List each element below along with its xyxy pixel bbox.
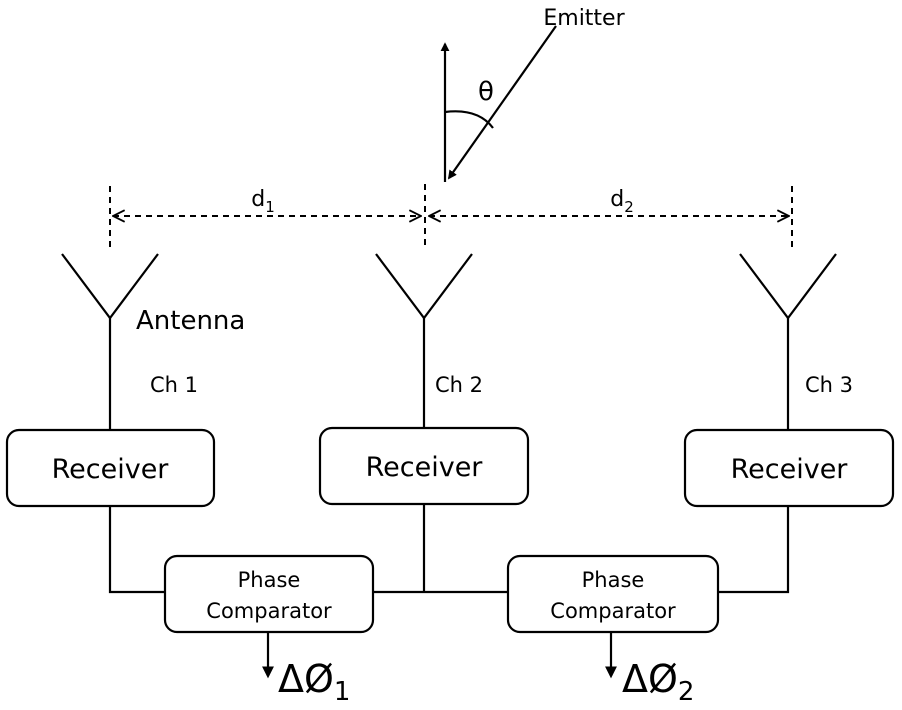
comparator-1-line2: Comparator [206,599,332,623]
channel-label-3: Ch 3 [805,373,853,397]
emitter-geometry: Emitter θ [440,6,626,182]
phase-comparator-2: Phase Comparator [506,554,720,634]
output-1: ΔØ1 [262,632,350,707]
comparator-1-line1: Phase [238,568,301,592]
theta-label: θ [478,77,494,107]
receiver-2: Receiver [318,426,530,506]
receiver-1: Receiver [5,428,216,508]
angle-arc [444,110,494,129]
wiring [108,504,790,594]
channel-label-1: Ch 1 [150,373,198,397]
d2-label: d2 [610,187,634,216]
receiver-label-2: Receiver [366,452,484,483]
phase-comparator-1: Phase Comparator [163,554,375,634]
receiver-3: Receiver [683,428,895,508]
receiver-label-3: Receiver [731,454,849,485]
antenna-3 [739,253,837,430]
antenna-label: Antenna [136,306,245,336]
phase-diff-2-label: ΔØ2 [622,657,694,707]
output-2: ΔØ2 [605,632,694,707]
channel-label-2: Ch 2 [435,373,483,397]
spacing-dimensions: d1 d2 [109,184,793,248]
comparator-2-line1: Phase [582,568,645,592]
emitter-label: Emitter [543,6,625,31]
receiver-label-1: Receiver [52,454,170,485]
d1-label: d1 [251,187,275,216]
antenna-2 [375,253,473,430]
phase-diff-1-label: ΔØ1 [278,657,350,707]
antenna-1 [61,253,159,430]
comparator-2-line2: Comparator [550,599,676,623]
emitter-ray [447,25,557,180]
